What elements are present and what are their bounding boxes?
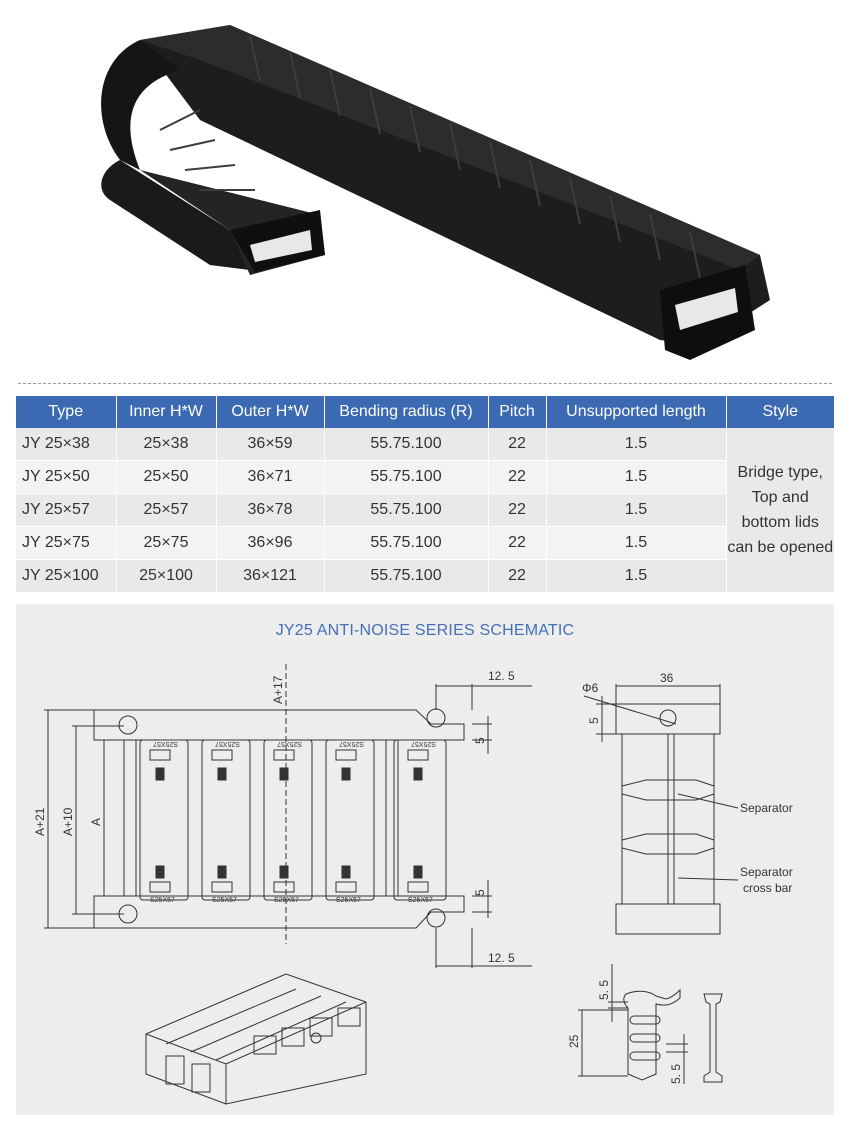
cell-inner: 25×38: [116, 428, 217, 461]
dim-phi6: Φ6: [582, 681, 599, 695]
link-marking: S25X57: [274, 897, 299, 904]
front-view-drawing: [44, 664, 532, 968]
table-row: JY 25×38 25×38 36×59 55.75.100 22 1.5 Br…: [16, 428, 834, 593]
dim-5-5-top: 5. 5: [597, 980, 611, 1000]
link-marking: S25X57: [212, 897, 237, 904]
cell-inner: 25×50: [116, 460, 217, 494]
cell-type: JY 25×50: [16, 460, 117, 494]
table-row: JY 25×57 25×57 36×78 55.75.100 22 1.5: [16, 493, 834, 527]
dim-12-5-top: 12. 5: [488, 669, 515, 683]
dim-5-side: 5: [587, 717, 601, 724]
profile-view-drawing: [578, 964, 723, 1084]
dim-a-plus-10: A+10: [61, 807, 75, 836]
label-separator: Separator: [740, 801, 793, 815]
table-row: JY 25×75 25×75 36×96 55.75.100 22 1.5: [16, 526, 834, 560]
header-pitch: Pitch: [488, 396, 547, 428]
dim-a: A: [89, 818, 103, 826]
cell-unsupported: 1.5: [546, 428, 727, 461]
cell-outer: 36×121: [216, 559, 325, 593]
style-line: bottom lids: [741, 514, 819, 531]
dim-5-top: 5: [473, 737, 487, 744]
cell-pitch: 22: [488, 526, 547, 560]
cell-inner: 25×100: [116, 559, 217, 593]
label-separator-cross-bar-2: cross bar: [743, 881, 792, 895]
cell-outer: 36×71: [216, 460, 325, 494]
link-marking: S25X57: [336, 897, 361, 904]
header-outer: Outer H*W: [216, 396, 325, 428]
cell-radius: 55.75.100: [324, 526, 489, 560]
cell-pitch: 22: [488, 559, 547, 593]
dim-36: 36: [660, 671, 674, 685]
style-line: Bridge type,: [737, 464, 823, 481]
cell-radius: 55.75.100: [324, 428, 489, 461]
link-marking: S25X57: [411, 740, 436, 747]
style-line: can be opened: [727, 539, 834, 556]
schematic-panel: JY25 ANTI-NOISE SERIES SCHEMATIC: [16, 604, 834, 1115]
dim-12-5-bottom: 12. 5: [488, 951, 515, 965]
cell-pitch: 22: [488, 460, 547, 494]
dashed-divider: [18, 383, 832, 384]
dim-a-plus-17: A+17: [271, 675, 285, 704]
cell-type: JY 25×57: [16, 493, 117, 527]
cell-outer: 36×78: [216, 493, 325, 527]
side-view-drawing: [583, 684, 739, 935]
cell-radius: 55.75.100: [324, 493, 489, 527]
spec-table: Type Inner H*W Outer H*W Bending radius …: [16, 396, 834, 593]
product-photo-cable-chain: [0, 0, 850, 380]
header-style: Style: [726, 396, 834, 428]
cell-outer: 36×96: [216, 526, 325, 560]
cell-pitch: 22: [488, 493, 547, 527]
header-type: Type: [16, 396, 117, 428]
dim-5-5-bottom: 5. 5: [669, 1064, 683, 1084]
cable-chain-image: [101, 25, 770, 360]
cell-unsupported: 1.5: [546, 526, 727, 560]
cell-style: Bridge type, Top and bottom lids can be …: [726, 428, 834, 593]
dim-25: 25: [567, 1034, 581, 1048]
cell-outer: 36×59: [216, 428, 325, 461]
isometric-view-drawing: [145, 973, 367, 1105]
cell-unsupported: 1.5: [546, 460, 727, 494]
table-header-row: Type Inner H*W Outer H*W Bending radius …: [16, 396, 834, 428]
label-separator-cross-bar-1: Separator: [740, 865, 793, 879]
schematic-title: JY25 ANTI-NOISE SERIES SCHEMATIC: [275, 622, 575, 639]
cell-unsupported: 1.5: [546, 493, 727, 527]
cell-type: JY 25×100: [16, 559, 117, 593]
header-radius: Bending radius (R): [324, 396, 489, 428]
dim-5-bottom: 5: [473, 889, 487, 896]
link-marking: S25X57: [150, 897, 175, 904]
link-marking: S25X57: [408, 897, 433, 904]
cell-inner: 25×75: [116, 526, 217, 560]
cell-radius: 55.75.100: [324, 460, 489, 494]
link-marking: S25X57: [339, 740, 364, 747]
link-marking: S25X57: [215, 740, 240, 747]
link-marking: S25X57: [277, 740, 302, 747]
style-line: Top and: [751, 489, 809, 506]
cell-type: JY 25×75: [16, 526, 117, 560]
schematic-drawings: S25X57 S25X57 S25X57 S25X57 S25X57 S25X5…: [33, 664, 793, 1105]
cell-pitch: 22: [488, 428, 547, 461]
table-row: JY 25×100 25×100 36×121 55.75.100 22 1.5: [16, 559, 834, 593]
table-row: JY 25×50 25×50 36×71 55.75.100 22 1.5: [16, 460, 834, 494]
link-marking: S25X57: [153, 740, 178, 747]
cell-inner: 25×57: [116, 493, 217, 527]
cell-unsupported: 1.5: [546, 559, 727, 593]
header-inner: Inner H*W: [116, 396, 217, 428]
cell-radius: 55.75.100: [324, 559, 489, 593]
header-unsupported: Unsupported length: [546, 396, 727, 428]
dim-a-plus-21: A+21: [33, 807, 47, 836]
cell-type: JY 25×38: [16, 428, 117, 461]
